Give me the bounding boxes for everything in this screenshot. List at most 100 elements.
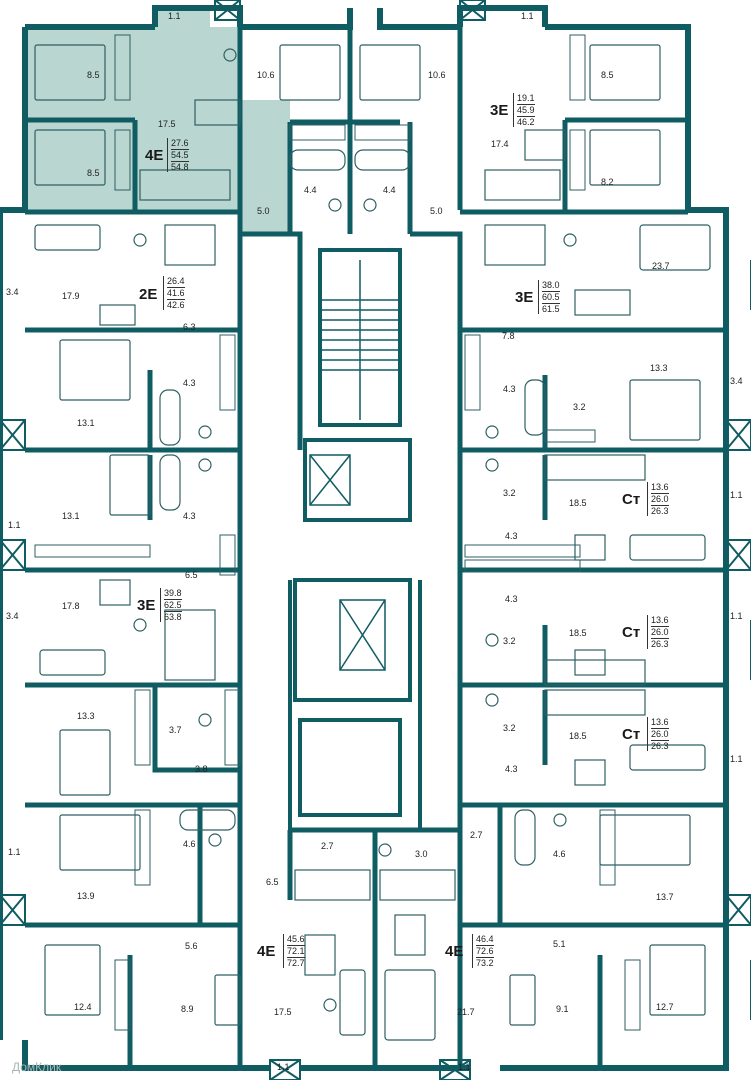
room-area-label: 3.4: [6, 287, 19, 297]
living-area: 13.6: [651, 482, 669, 492]
room-area-label: 10.6: [257, 70, 275, 80]
room-area-label: 17.5: [274, 1007, 292, 1017]
room-area-label: 17.4: [491, 139, 509, 149]
apartment-type-label: 4Е: [145, 147, 164, 164]
room-area-label: 3.4: [730, 376, 743, 386]
room-area-label: 8.5: [601, 70, 614, 80]
room-area-label: 4.3: [505, 594, 518, 604]
total-area-with-balcony: 61.5: [542, 302, 560, 314]
room-area-label: 17.9: [62, 291, 80, 301]
total-area-with-balcony: 26.3: [651, 637, 669, 649]
room-area-label: 9.1: [556, 1004, 569, 1014]
apartment-area-box: 39.8 62.5 63.8: [160, 588, 182, 623]
room-area-label: 4.3: [505, 764, 518, 774]
bed-icons: [34, 44, 706, 1026]
apartment-area-box: 13.6 26.0 26.3: [647, 717, 669, 752]
room-area-label: 13.3: [77, 711, 95, 721]
room-area-label: 8.5: [87, 168, 100, 178]
wardrobe-icons: [34, 34, 641, 1031]
living-area: 26.4: [167, 276, 185, 286]
apartment-area-box: 13.6 26.0 26.3: [647, 482, 669, 517]
living-area: 27.6: [171, 138, 189, 148]
room-area-label: 18.5: [569, 628, 587, 638]
room-area-label: 4.3: [503, 384, 516, 394]
total-area-with-balcony: 46.2: [517, 115, 535, 127]
living-area: 19.1: [517, 93, 535, 103]
room-area-label: 5.0: [430, 206, 443, 216]
apartment-type-label: 2Е: [139, 286, 158, 303]
total-area: 26.0: [651, 625, 669, 637]
room-area-label: 3.2: [503, 488, 516, 498]
room-area-label: 4.4: [383, 185, 396, 195]
room-area-label: 1.1: [277, 1062, 290, 1072]
room-area-label: 1.1: [730, 611, 743, 621]
room-area-label: 4.4: [304, 185, 317, 195]
total-area: 41.6: [167, 286, 185, 298]
total-area: 54.5: [171, 148, 189, 160]
bathroom-fixtures: [159, 149, 567, 866]
total-area: 62.5: [164, 598, 182, 610]
apartment-area-box: 45.6 72.1 72.7: [283, 934, 305, 969]
room-area-label: 1.1: [730, 490, 743, 500]
room-area-label: 12.4: [74, 1002, 92, 1012]
total-area: 72.6: [476, 944, 494, 956]
apartment-type-label: Ст: [622, 726, 641, 743]
room-area-label: 2.7: [470, 830, 483, 840]
room-area-label: 18.5: [569, 731, 587, 741]
living-area: 13.6: [651, 615, 669, 625]
room-area-label: 4.3: [505, 531, 518, 541]
apartment-type-label: Ст: [622, 624, 641, 641]
room-area-label: 1.1: [8, 520, 21, 530]
total-area: 26.0: [651, 727, 669, 739]
room-area-label: 17.8: [62, 601, 80, 611]
room-area-label: 5.6: [185, 941, 198, 951]
stair-elevator-core: [288, 248, 422, 830]
total-area-with-balcony: 72.7: [287, 956, 305, 968]
watermark: ДомКлик: [12, 1060, 62, 1074]
room-area-label: 12.7: [656, 1002, 674, 1012]
room-area-label: 4.3: [183, 378, 196, 388]
room-area-label: 8.2: [601, 177, 614, 187]
total-area: 45.9: [517, 103, 535, 115]
living-area: 13.6: [651, 717, 669, 727]
apartment-area-box: 38.0 60.5 61.5: [538, 280, 560, 315]
living-area: 38.0: [542, 280, 560, 290]
room-area-label: 8.9: [181, 1004, 194, 1014]
room-area-label: 6.5: [266, 877, 279, 887]
room-area-label: 1.1: [8, 847, 21, 857]
apartment-type-label: Ст: [622, 491, 641, 508]
apartment-area-box: 13.6 26.0 26.3: [647, 615, 669, 650]
room-area-label: 4.3: [183, 511, 196, 521]
living-furniture: [34, 48, 711, 1041]
room-area-label: 13.3: [650, 363, 668, 373]
room-area-label: 3.2: [503, 723, 516, 733]
total-area: 60.5: [542, 290, 560, 302]
room-area-label: 5.0: [257, 206, 270, 216]
room-area-label: 3.4: [6, 611, 19, 621]
total-area-with-balcony: 63.8: [164, 610, 182, 622]
apartment-area-box: 27.6 54.5 54.8: [167, 138, 189, 173]
room-area-label: 5.1: [553, 939, 566, 949]
living-area: 46.4: [476, 934, 494, 944]
room-area-label: 3.7: [169, 725, 182, 735]
room-area-label: 8.5: [87, 70, 100, 80]
room-area-label: 13.1: [62, 511, 80, 521]
room-area-label: 18.5: [569, 498, 587, 508]
room-area-label: 4.6: [183, 839, 196, 849]
room-area-label: 2.7: [321, 841, 334, 851]
total-area-with-balcony: 26.3: [651, 504, 669, 516]
total-area-with-balcony: 54.8: [171, 160, 189, 172]
room-area-label: 13.7: [656, 892, 674, 902]
interior-walls: [25, 27, 726, 1068]
elevator-shafts: [309, 454, 386, 671]
room-area-label: 6.3: [183, 322, 196, 332]
room-area-label: 1.1: [521, 11, 534, 21]
room-area-label: 1.1: [168, 11, 181, 21]
room-area-label: 1.1: [458, 1062, 471, 1072]
total-area-with-balcony: 42.6: [167, 298, 185, 310]
room-area-label: 3.2: [503, 636, 516, 646]
apartment-type-label: 3Е: [515, 289, 534, 306]
total-area: 26.0: [651, 492, 669, 504]
